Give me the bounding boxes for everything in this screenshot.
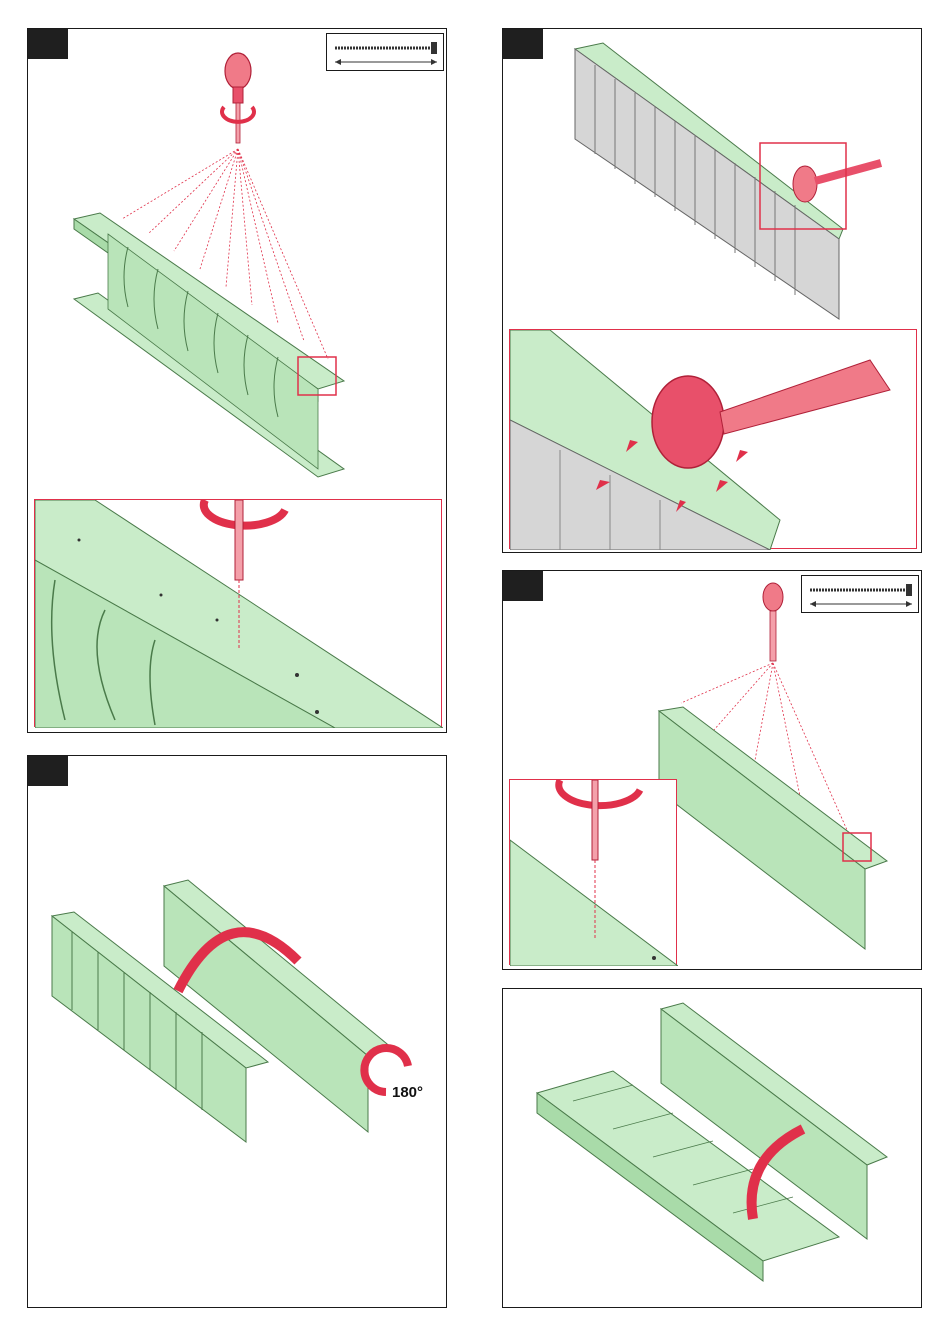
rotation-label: 180° [392,1084,423,1101]
zoom-inset-hammer [509,329,917,549]
zoom-inset-screw [509,779,677,965]
screwdriver-icon [225,53,251,143]
screwdriver-icon [235,500,243,580]
illustration-rotate-frame [28,756,447,1308]
slatted-frame [74,213,344,477]
step-panel-hammer-plugs [502,28,922,553]
step-panel-rotate-frame: 180° [27,755,447,1308]
zoom-inset-screw [34,499,442,727]
screwdriver-icon [763,583,783,661]
step-panel-screw-slats [27,28,447,733]
step-panel-screw-second-frame [502,570,922,970]
screwdriver-icon [592,780,598,860]
slatted-frame [659,707,887,949]
illustration-fold-together [503,989,922,1308]
step-panel-fold-together [502,988,922,1308]
rotation-arrow-icon [559,780,640,806]
mallet-icon [793,163,881,202]
rotation-arrow-icon [204,500,285,526]
mallet-icon [652,360,890,468]
